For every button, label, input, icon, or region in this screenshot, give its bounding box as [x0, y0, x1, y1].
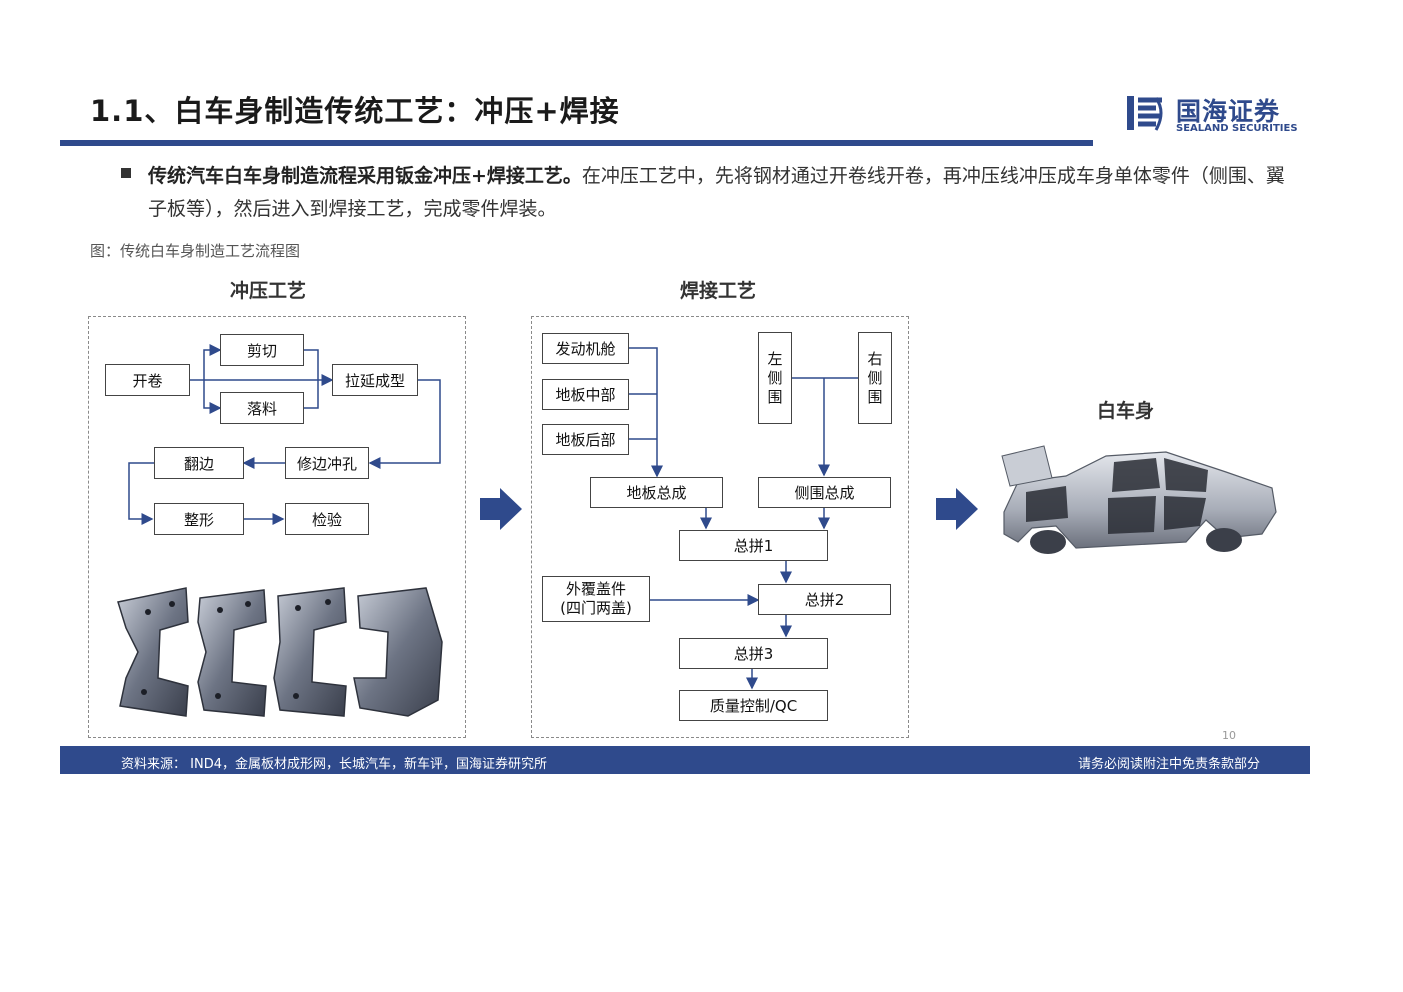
stamped-parts-image	[117, 587, 443, 717]
welding-heading: 焊接工艺	[680, 280, 757, 302]
stamping-heading: 冲压工艺	[230, 280, 307, 302]
body-in-white-car-image	[1001, 445, 1277, 554]
stamping-panel	[88, 316, 466, 738]
logo-text-cn: 国海证券	[1176, 97, 1281, 126]
page-number: 10	[1222, 729, 1236, 742]
assy-floor: 地板总成	[590, 477, 723, 508]
step-trim-pierce: 修边冲孔	[285, 447, 369, 479]
welding-panel	[531, 316, 909, 738]
flow-arrow-right-icon	[480, 488, 522, 530]
step-inspect: 检验	[285, 503, 369, 535]
outer-panels-line2: (四门两盖)	[560, 599, 632, 617]
part-left-side-frame: 左侧围	[758, 332, 792, 424]
sealand-logo-icon	[1127, 96, 1163, 131]
intro-bold: 传统汽车白车身制造流程采用钣金冲压+焊接工艺。	[148, 165, 582, 187]
part-right-side-frame: 右侧围	[858, 332, 892, 424]
part-floor-middle: 地板中部	[542, 379, 629, 410]
step-shape: 整形	[154, 503, 244, 535]
assy-main-2: 总拼2	[758, 584, 891, 615]
part-outer-panels: 外覆盖件 (四门两盖)	[542, 576, 650, 622]
step-draw: 拉延成型	[332, 364, 418, 396]
title-divider	[60, 140, 1093, 146]
part-engine-bay: 发动机舱	[542, 333, 629, 364]
step-blanking: 落料	[220, 392, 304, 424]
footer-bar	[60, 746, 1310, 774]
page-title: 1.1、白车身制造传统工艺：冲压+焊接	[90, 94, 620, 128]
flow-arrow-right-icon	[936, 488, 978, 530]
assy-side-frame: 侧围总成	[758, 477, 891, 508]
intro-rest: 在冲压工艺中，先将钢材通过开卷线开卷，再冲压线冲压成车身单体零件（侧围、翼子板等…	[148, 165, 1285, 220]
step-uncoil: 开卷	[105, 364, 190, 396]
logo-text-en: SEALAND SECURITIES	[1176, 123, 1298, 134]
step-quality-control: 质量控制/QC	[679, 690, 828, 721]
intro-paragraph: 传统汽车白车身制造流程采用钣金冲压+焊接工艺。在冲压工艺中，先将钢材通过开卷线开…	[148, 160, 1288, 226]
assy-main-1: 总拼1	[679, 530, 828, 561]
bullet-square-icon	[121, 168, 131, 178]
footer-disclaimer: 请务必阅读附注中免责条款部分	[1078, 757, 1261, 772]
assy-main-3: 总拼3	[679, 638, 828, 669]
body-in-white-heading: 白车身	[1097, 400, 1155, 422]
step-flange: 翻边	[154, 447, 244, 479]
footer-source: 资料来源： IND4，金属板材成形网，长城汽车，新车评，国海证券研究所	[121, 757, 547, 772]
part-floor-rear: 地板后部	[542, 424, 629, 455]
step-cut: 剪切	[220, 334, 304, 366]
figure-caption: 图：传统白车身制造工艺流程图	[90, 242, 301, 260]
outer-panels-line1: 外覆盖件	[565, 580, 626, 598]
